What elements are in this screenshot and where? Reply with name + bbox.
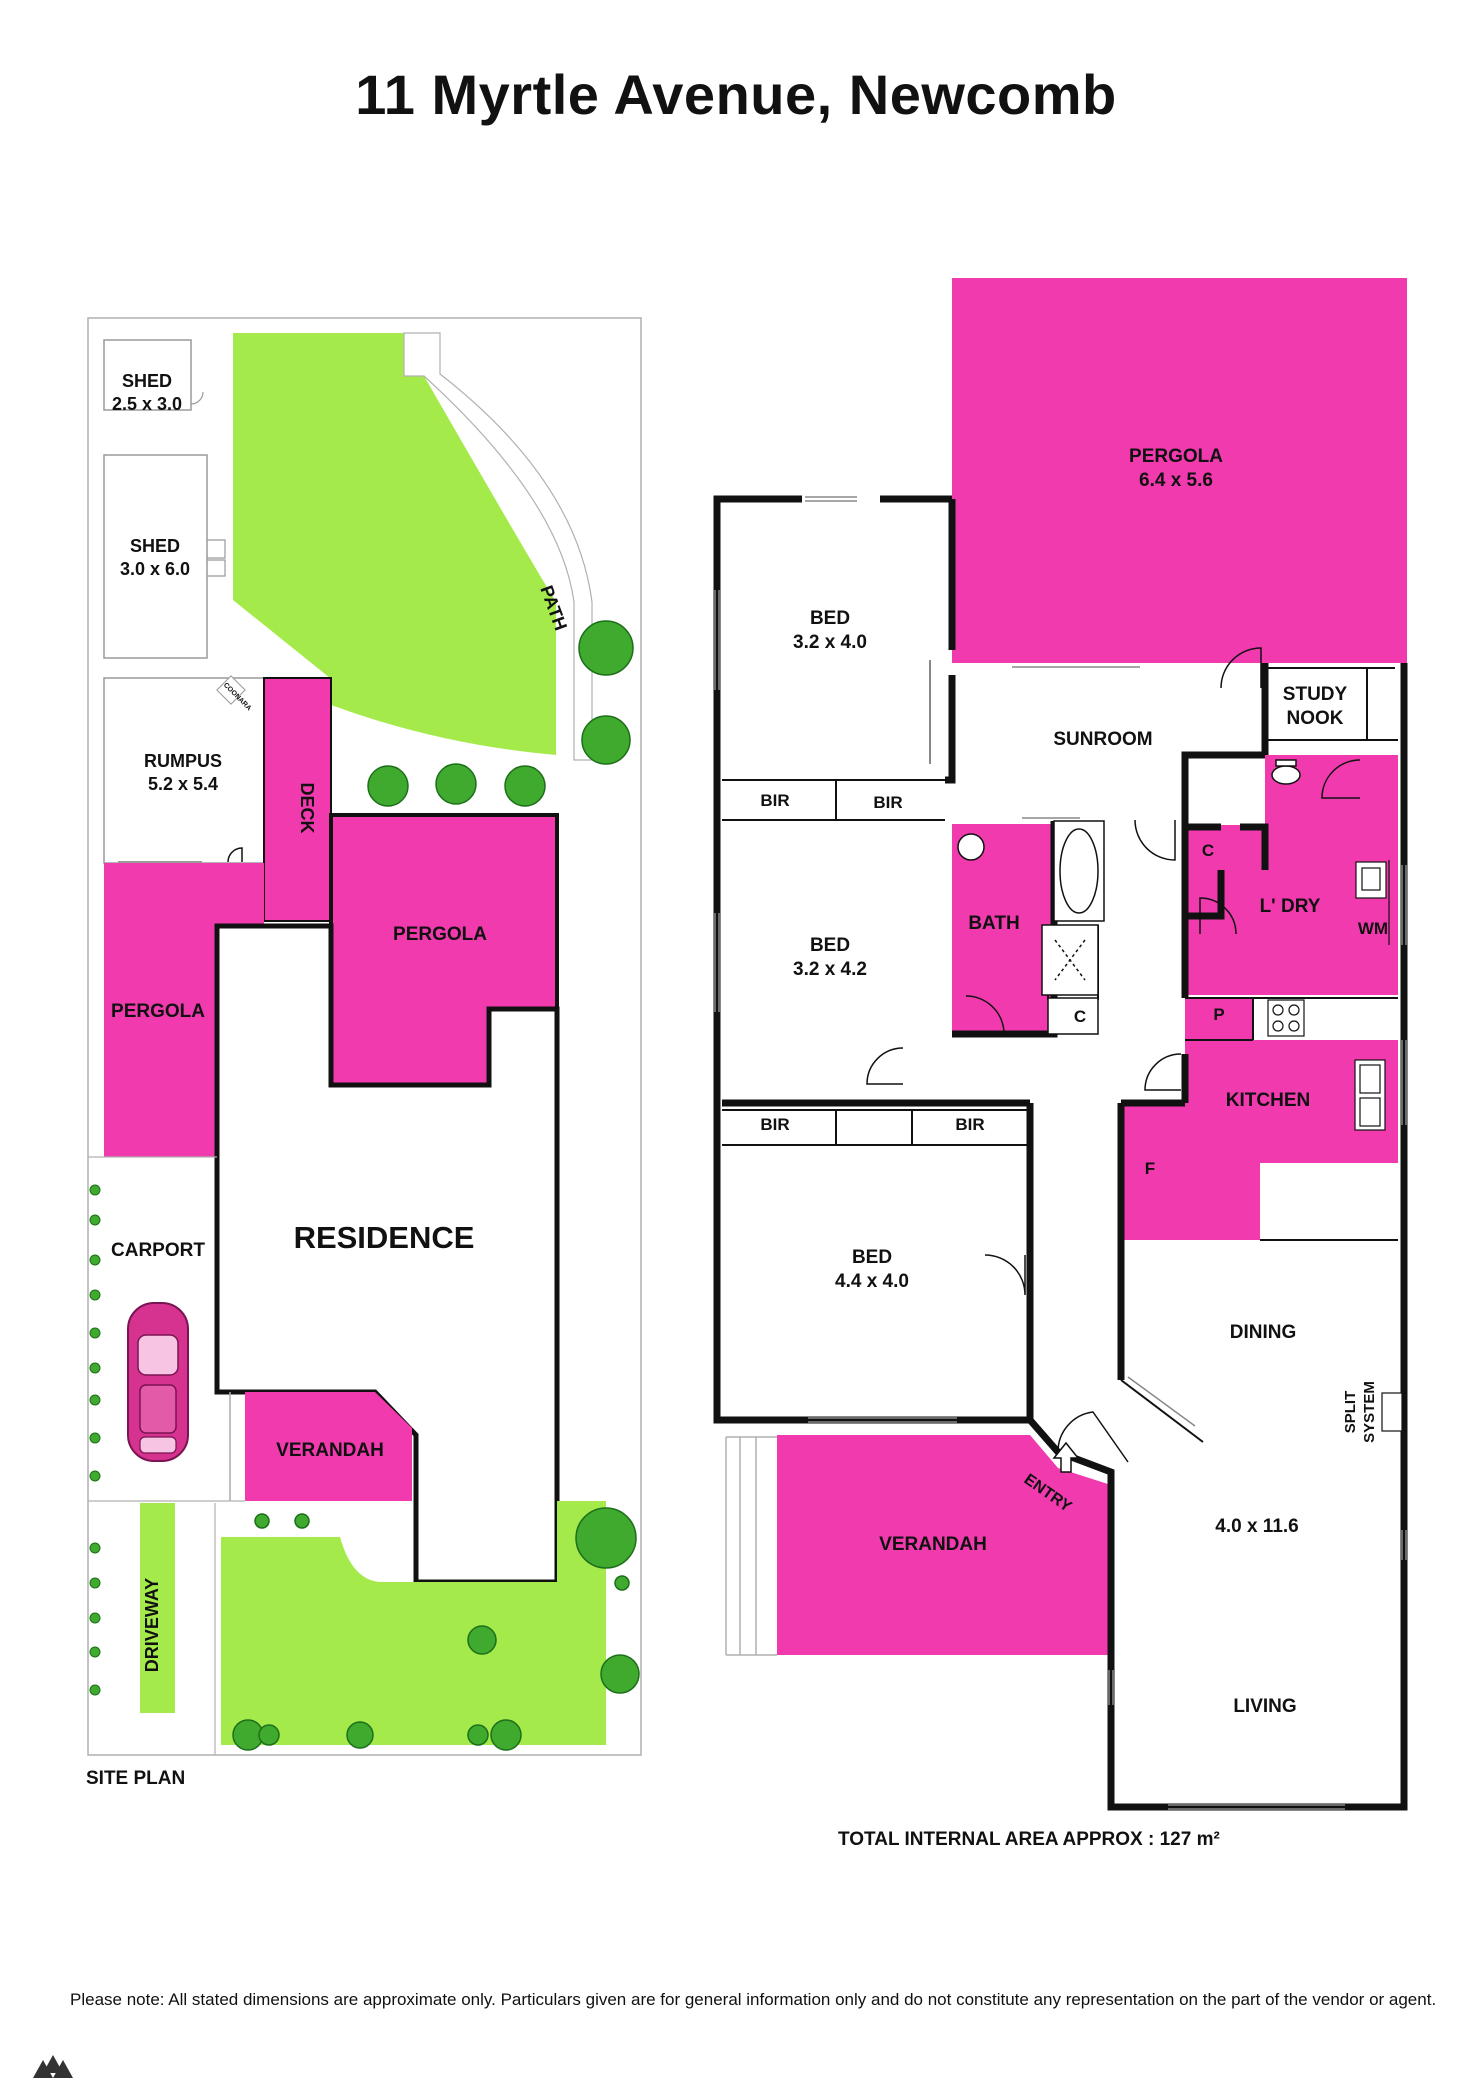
total-area-label: TOTAL INTERNAL AREA APPROX : 127 m² <box>838 1829 1220 1850</box>
shed-door <box>190 391 204 405</box>
hedge-dots <box>89 1184 101 1696</box>
bath-fixtures <box>957 759 1301 1035</box>
entry-arrow-icon <box>1052 1441 1080 1473</box>
verandah-main <box>777 1435 1111 1655</box>
disclaimer-text: Please note: All stated dimensions are a… <box>70 1990 1437 2009</box>
bed2-size: 3.2 x 4.2 <box>793 959 867 980</box>
pergola-left-label: PERGOLA <box>111 1001 205 1022</box>
kitchen-label: KITCHEN <box>1226 1090 1310 1111</box>
living-label: LIVING <box>1233 1696 1296 1717</box>
front-lawn <box>221 1501 606 1745</box>
door-swings <box>866 647 1361 1463</box>
rumpus-room <box>103 677 265 864</box>
pergola-main <box>952 278 1407 663</box>
split-system-unit <box>1381 1392 1403 1432</box>
pantry-label: P <box>1213 1005 1224 1024</box>
deck <box>263 677 332 922</box>
verandah-main-label: VERANDAH <box>879 1534 987 1555</box>
bed3-label: BED <box>852 1247 892 1268</box>
floor-plan: PERGOLA 6.4 x 5.6 BED 3.2 x 4.0 SUNROOM … <box>713 278 1408 1811</box>
bed1-label: BED <box>810 608 850 629</box>
car-icon <box>127 1302 189 1462</box>
bir-a-label: BIR <box>760 791 789 810</box>
study-nook-label-1: STUDY <box>1283 684 1348 705</box>
carport-label: CARPORT <box>111 1240 205 1261</box>
verandah-steps <box>725 1436 777 1656</box>
verandah-site <box>245 1392 412 1501</box>
shed-small-label: SHED <box>122 371 172 391</box>
rumpus-label: RUMPUS <box>144 751 222 771</box>
pergola-main-size: 6.4 x 5.6 <box>1139 470 1213 491</box>
shed-small-size: 2.5 x 3.0 <box>112 394 182 414</box>
rumpus-size: 5.2 x 5.4 <box>148 774 218 794</box>
driveway-strip <box>140 1503 175 1713</box>
study-nook-walls <box>1264 667 1395 740</box>
sunroom-label: SUNROOM <box>1053 729 1152 750</box>
lot-boundary <box>87 317 642 1756</box>
shed-large-label: SHED <box>130 536 180 556</box>
laundry-fill <box>1185 755 1398 995</box>
site-plan-label: SITE PLAN <box>86 1768 186 1789</box>
bath-cupboard-label: C <box>1074 1007 1086 1026</box>
shed-large <box>103 454 208 659</box>
company-logo-icon <box>33 2055 73 2078</box>
living-size-label: 4.0 x 11.6 <box>1215 1516 1298 1537</box>
yard-rear-lawn <box>233 333 556 755</box>
bir-b-label: BIR <box>873 793 902 812</box>
washing-machine-label: WM <box>1358 919 1388 938</box>
laundry-label: L' DRY <box>1260 896 1321 917</box>
bir-c-label: BIR <box>760 1115 789 1134</box>
driveway-label: DRIVEWAY <box>142 1578 162 1672</box>
shed-small <box>103 339 192 411</box>
page-title: 11 Myrtle Avenue, Newcomb <box>355 63 1117 126</box>
split-system-label-2: SYSTEM <box>1361 1381 1378 1443</box>
laundry-cupboard-label: C <box>1202 841 1214 860</box>
dining-sliding-door <box>1120 1376 1204 1443</box>
coonara-heater <box>216 675 246 705</box>
bed1-size: 3.2 x 4.0 <box>793 632 867 653</box>
shed-large-size: 3.0 x 6.0 <box>120 559 190 579</box>
pergola-main-label: PERGOLA <box>1129 446 1223 467</box>
garden-path <box>403 332 593 761</box>
bir-d-label: BIR <box>955 1115 984 1134</box>
fridge-label: F <box>1145 1159 1155 1178</box>
windows <box>714 496 1407 1810</box>
verandah-site-label: VERANDAH <box>276 1440 384 1461</box>
deck-label: DECK <box>297 782 317 833</box>
bed2-label: BED <box>810 935 850 956</box>
kitchen-fixtures <box>1267 860 1390 1131</box>
pergola-right-label: PERGOLA <box>393 924 487 945</box>
bed3-size: 4.4 x 4.0 <box>835 1271 909 1292</box>
study-nook-label-2: NOOK <box>1287 708 1344 729</box>
split-system-label-1: SPLIT <box>1342 1391 1359 1434</box>
residence-label: RESIDENCE <box>294 1220 475 1255</box>
rumpus-door <box>227 847 243 863</box>
bath-label: BATH <box>968 913 1019 934</box>
dining-label: DINING <box>1230 1322 1297 1343</box>
shed-double-door <box>207 539 226 577</box>
site-plan: SHED 2.5 x 3.0 SHED 3.0 x 6.0 RUMPUS 5.2… <box>87 317 642 1756</box>
kitchen-fill <box>1120 998 1398 1240</box>
shrub-icons <box>232 620 640 1751</box>
